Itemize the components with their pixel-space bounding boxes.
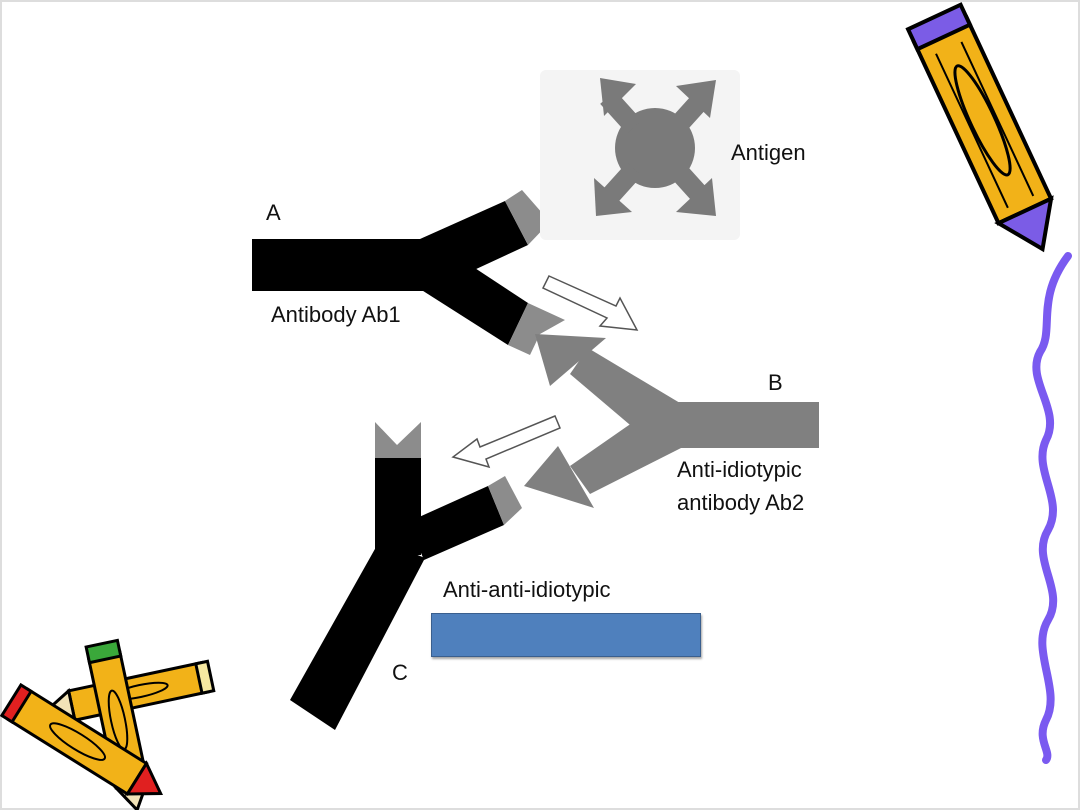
ab3-right-arm bbox=[408, 486, 504, 560]
pencil-point bbox=[994, 195, 1054, 253]
antigen-core bbox=[615, 108, 695, 188]
squiggle-line bbox=[1032, 252, 1072, 764]
antigen-spike-sw bbox=[594, 162, 642, 216]
label-c: C bbox=[392, 660, 408, 685]
ab1-lower-arm bbox=[420, 249, 528, 345]
pencil-red bbox=[0, 682, 164, 797]
antibody-ab2 bbox=[524, 334, 819, 508]
ab2-lower-arrowhead bbox=[524, 446, 594, 508]
label-antibody-ab1: Antibody Ab1 bbox=[271, 302, 401, 327]
ab2-upper-arrowhead bbox=[535, 334, 606, 386]
antibody-ab3 bbox=[290, 422, 522, 730]
ab2-stem bbox=[665, 402, 819, 448]
label-anti-anti-idiotypic: Anti-anti-idiotypic bbox=[443, 577, 611, 602]
ab3-upper-arm bbox=[375, 455, 421, 555]
label-anti-idiotypic: Anti-idiotypic bbox=[677, 457, 802, 482]
pencil-cap bbox=[905, 2, 973, 52]
label-antigen: Antigen bbox=[731, 140, 806, 165]
antigen-icon bbox=[540, 70, 740, 240]
ab3-top-tip bbox=[375, 422, 421, 458]
label-antibody-ab2: antibody Ab2 bbox=[677, 490, 805, 515]
antigen-spike-se bbox=[669, 162, 716, 216]
pencils-icon bbox=[0, 638, 216, 810]
label-b: B bbox=[768, 370, 783, 395]
hollow-arrow-1 bbox=[541, 275, 639, 331]
antigen-spike-ne bbox=[669, 80, 716, 134]
ab3-right-tip bbox=[488, 476, 522, 525]
pencil-highlight bbox=[953, 64, 1012, 177]
antigen-spike-nw bbox=[600, 78, 642, 134]
hollow-arrow-2 bbox=[451, 415, 561, 469]
pencil-icon bbox=[905, 2, 1054, 253]
cover-box bbox=[431, 613, 701, 657]
ab3-stem bbox=[290, 540, 425, 730]
ab1-upper-tip bbox=[505, 190, 550, 245]
ab1-stem bbox=[252, 239, 440, 291]
label-a: A bbox=[266, 200, 281, 225]
ab2-lower-arm bbox=[570, 402, 685, 494]
antibody-ab1 bbox=[252, 190, 565, 355]
ab1-lower-tip bbox=[508, 303, 565, 355]
